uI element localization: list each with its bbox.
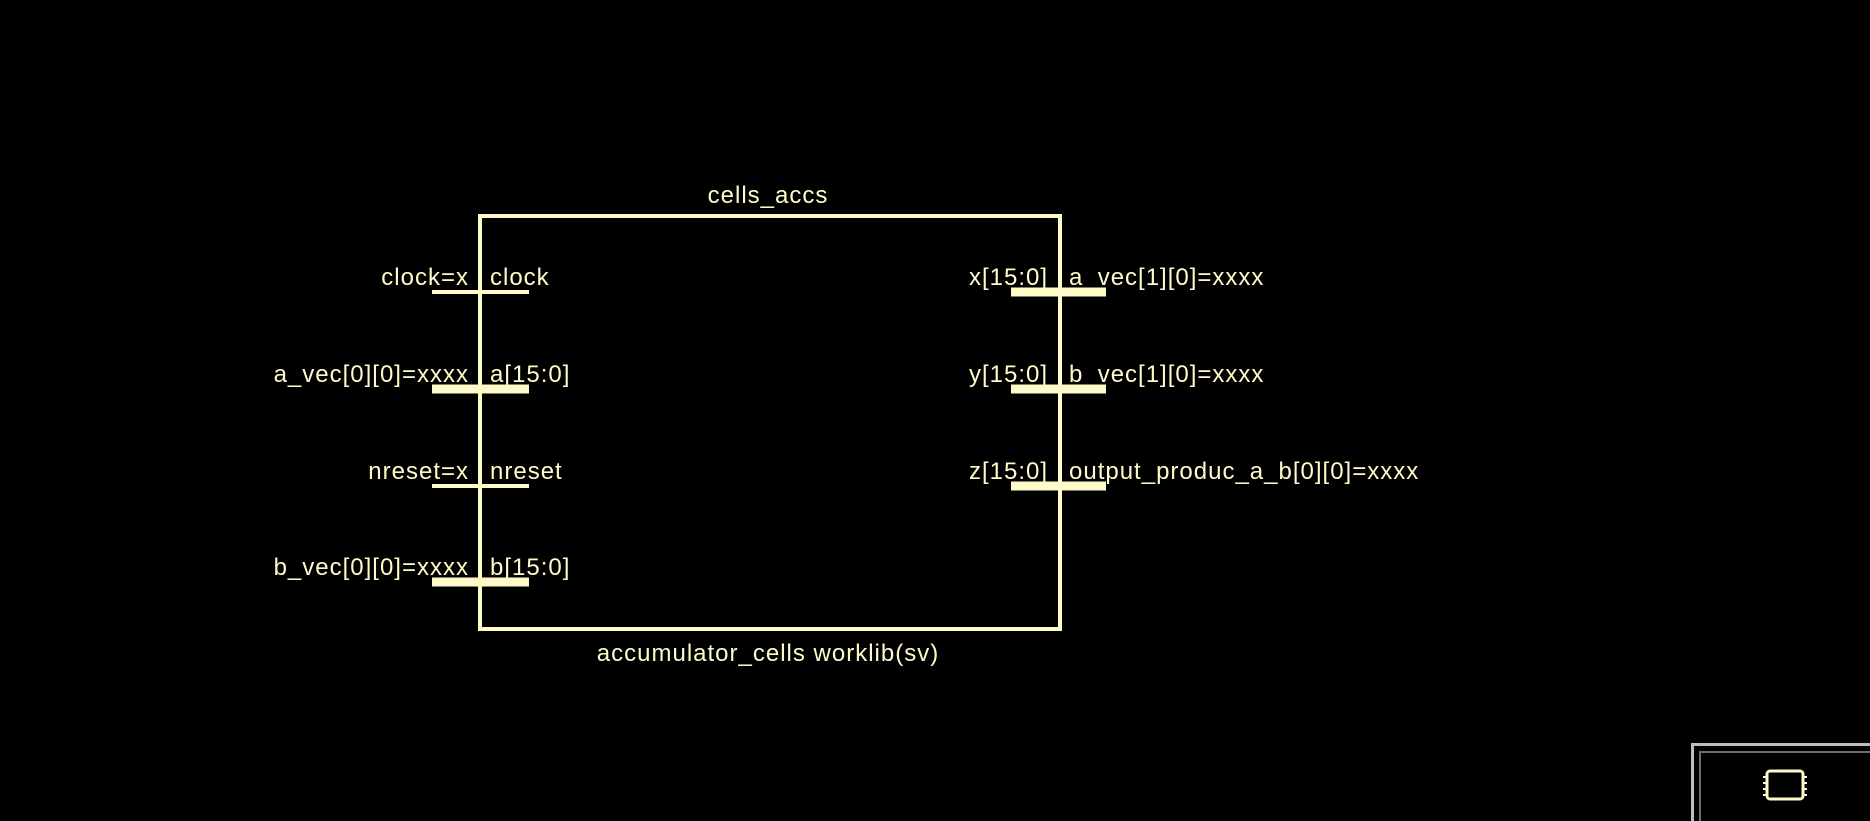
input-net-label: a_vec[0][0]=xxxx bbox=[274, 361, 469, 388]
input-port-label: a[15:0] bbox=[490, 361, 570, 388]
input-net-label: clock=x bbox=[381, 264, 469, 291]
input-port-label: b[15:0] bbox=[490, 554, 570, 581]
instance-name-label: cells_accs bbox=[708, 182, 829, 209]
output-port-label: z[15:0] bbox=[969, 458, 1048, 485]
cell-name-label: accumulator_cells worklib(sv) bbox=[597, 640, 939, 667]
input-pin-nreset[interactable]: nreset=x nreset bbox=[368, 458, 563, 488]
input-net-label: nreset=x bbox=[368, 458, 469, 485]
output-pin-y[interactable]: y[15:0] b_vec[1][0]=xxxx bbox=[969, 361, 1264, 394]
module-body[interactable] bbox=[478, 214, 1062, 631]
output-port-label: x[15:0] bbox=[969, 264, 1048, 291]
input-pin-a[interactable]: a_vec[0][0]=xxxx a[15:0] bbox=[274, 361, 571, 394]
navigator-panel-frame bbox=[1699, 751, 1870, 821]
input-pin-b[interactable]: b_vec[0][0]=xxxx b[15:0] bbox=[274, 554, 571, 587]
input-port-label: clock bbox=[490, 264, 550, 291]
output-net-label: b_vec[1][0]=xxxx bbox=[1069, 361, 1264, 388]
output-net-label: a_vec[1][0]=xxxx bbox=[1069, 264, 1264, 291]
chip-icon[interactable] bbox=[1762, 768, 1808, 802]
module-instance[interactable]: cells_accs accumulator_cells worklib(sv) bbox=[478, 182, 1062, 667]
output-pin-z[interactable]: z[15:0] output_produc_a_b[0][0]=xxxx bbox=[969, 458, 1419, 491]
input-net-label: b_vec[0][0]=xxxx bbox=[274, 554, 469, 581]
navigator-panel bbox=[1691, 743, 1870, 821]
output-port-label: y[15:0] bbox=[969, 361, 1048, 388]
input-port-label: nreset bbox=[490, 458, 563, 485]
output-pin-x[interactable]: x[15:0] a_vec[1][0]=xxxx bbox=[969, 264, 1264, 297]
input-pin-clock[interactable]: clock=x clock bbox=[381, 264, 550, 294]
output-net-label: output_produc_a_b[0][0]=xxxx bbox=[1069, 458, 1419, 485]
